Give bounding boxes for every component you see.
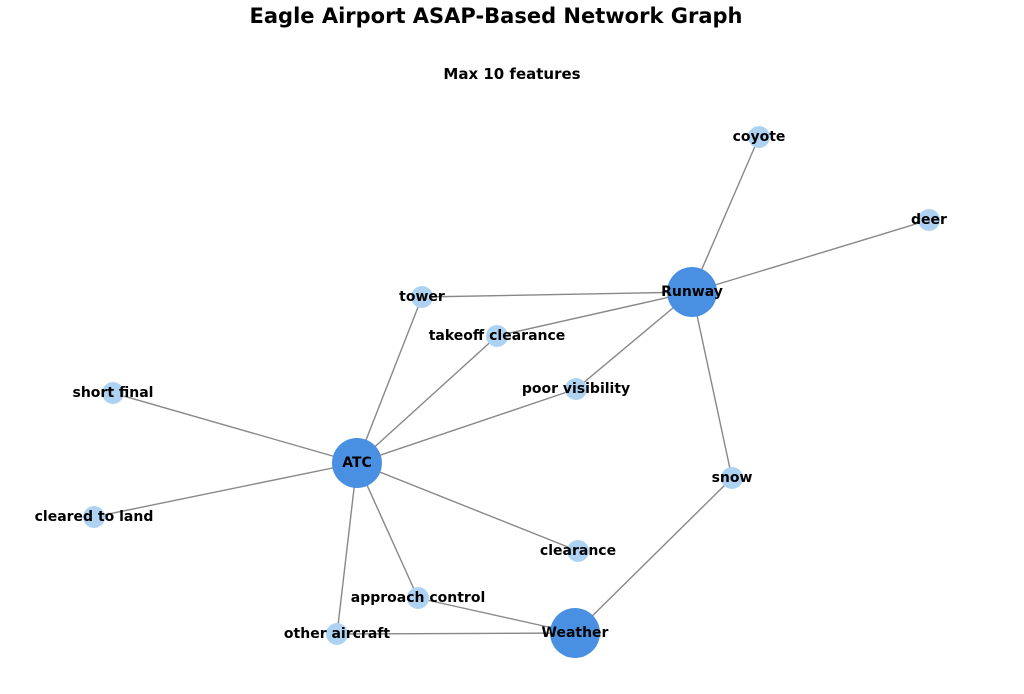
- edge-atc-clearance: [356, 462, 579, 552]
- node-label-clearance: clearance: [540, 543, 616, 559]
- node-label-weather: Weather: [542, 625, 609, 641]
- node-label-atc: ATC: [342, 455, 372, 471]
- node-label-snow: snow: [712, 470, 753, 486]
- edge-weather-approach_control: [417, 597, 576, 634]
- edge-runway-coyote: [691, 136, 760, 293]
- node-snow: [721, 467, 743, 489]
- node-label-deer: deer: [911, 212, 947, 228]
- edge-atc-cleared_to_land: [93, 462, 358, 518]
- edge-atc-other_aircraft: [336, 462, 358, 635]
- edge-atc-tower: [356, 296, 423, 464]
- edge-atc-takeoff_clearance: [356, 335, 498, 464]
- edges-layer: [93, 136, 930, 635]
- edge-runway-takeoff_clearance: [496, 291, 693, 337]
- node-takeoff-clearance: [486, 325, 508, 347]
- node-weather: [550, 608, 600, 658]
- edge-weather-other_aircraft: [336, 632, 576, 635]
- node-short-final: [102, 382, 124, 404]
- node-deer: [918, 209, 940, 231]
- graph-subtitle: Max 10 features: [443, 65, 580, 83]
- node-atc: [332, 438, 382, 488]
- node-runway: [667, 267, 717, 317]
- edge-atc-poor_visibility: [356, 388, 577, 464]
- node-label-poor-visibility: poor visibility: [522, 381, 630, 397]
- node-label-approach-control: approach control: [351, 590, 486, 606]
- edge-weather-snow: [574, 477, 733, 634]
- edge-atc-short_final: [112, 392, 358, 464]
- edge-runway-tower: [421, 291, 693, 298]
- edge-runway-poor_visibility: [575, 291, 693, 390]
- node-poor-visibility: [565, 378, 587, 400]
- node-approach-control: [407, 587, 429, 609]
- node-label-cleared-to-land: cleared to land: [35, 509, 154, 525]
- node-other-aircraft: [326, 623, 348, 645]
- node-label-tower: tower: [399, 289, 445, 305]
- node-tower: [411, 286, 433, 308]
- node-label-short-final: short final: [73, 385, 154, 401]
- node-label-other-aircraft: other aircraft: [284, 626, 390, 642]
- graph-title: Eagle Airport ASAP-Based Network Graph: [250, 4, 743, 28]
- node-label-takeoff-clearance: takeoff clearance: [429, 328, 566, 344]
- edge-runway-snow: [691, 291, 733, 479]
- node-label-runway: Runway: [661, 284, 723, 300]
- node-clearance: [567, 540, 589, 562]
- edge-runway-deer: [691, 219, 930, 293]
- node-coyote: [748, 126, 770, 148]
- node-cleared-to-land: [83, 506, 105, 528]
- node-label-coyote: coyote: [733, 129, 786, 145]
- nodes-layer: [83, 126, 940, 658]
